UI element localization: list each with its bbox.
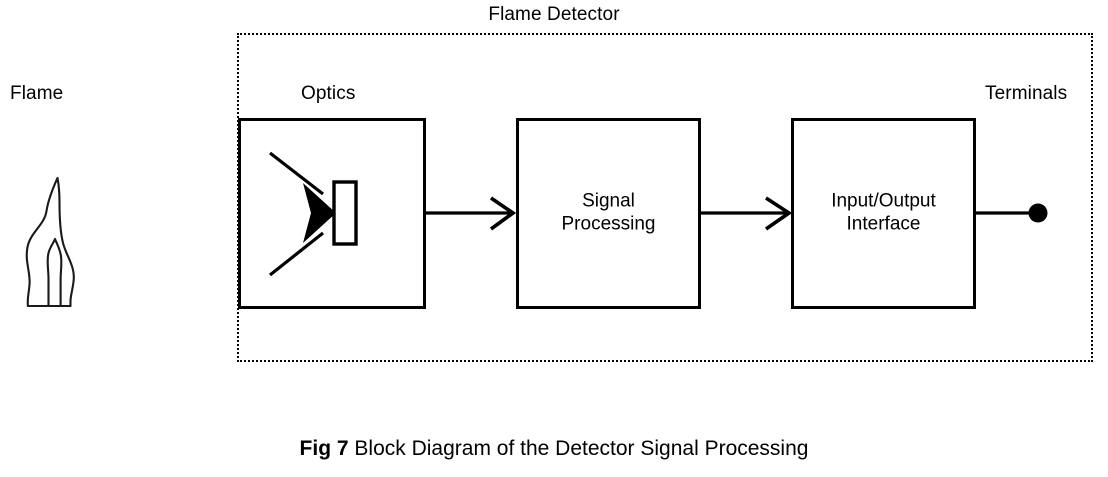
io-interface-block-label: Input/Output Interface xyxy=(794,189,973,237)
figure-caption: Fig 7 Block Diagram of the Detector Sign… xyxy=(0,437,1108,461)
io-interface-line-2: Interface xyxy=(846,213,921,235)
flame-icon xyxy=(25,176,75,308)
optics-label: Optics xyxy=(301,83,356,104)
signal-processing-block-label: Signal Processing xyxy=(519,189,698,237)
optics-block xyxy=(238,118,426,309)
signal-processing-line-1: Signal xyxy=(582,189,635,211)
io-interface-block: Input/Output Interface xyxy=(791,118,976,309)
flame-label: Flame xyxy=(10,83,64,104)
enclosure-title: Flame Detector xyxy=(488,4,620,25)
signal-processing-line-2: Processing xyxy=(561,213,656,235)
figure-number: Fig 7 xyxy=(299,437,349,460)
figure-caption-text: Block Diagram of the Detector Signal Pro… xyxy=(354,437,809,460)
terminals-label: Terminals xyxy=(985,83,1068,104)
signal-processing-block: Signal Processing xyxy=(516,118,701,309)
io-interface-line-1: Input/Output xyxy=(831,189,936,211)
